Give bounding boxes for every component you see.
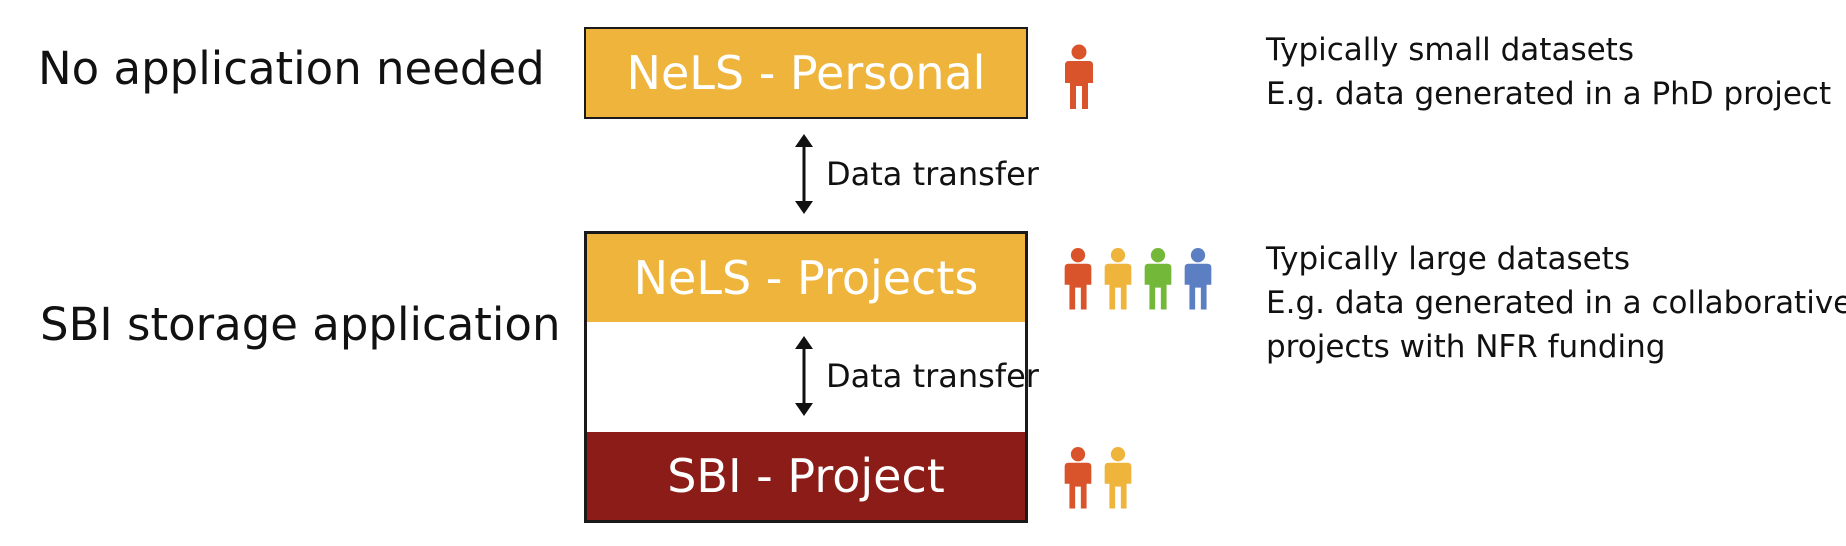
nels-projects-label: NeLS - Projects — [633, 251, 979, 305]
person-blue-icon — [1178, 246, 1218, 312]
projects-people-group — [1058, 246, 1218, 312]
person-orange-icon — [1098, 246, 1138, 312]
projects-description-line-3: projects with NFR funding — [1266, 329, 1666, 365]
no-application-label: No application needed — [38, 42, 545, 95]
nels-personal-box: NeLS - Personal — [584, 27, 1028, 119]
person-red-icon — [1058, 445, 1098, 511]
nels-personal-label: NeLS - Personal — [626, 46, 986, 100]
data-transfer-arrow-1: Data transfer — [792, 134, 1039, 214]
sbi-storage-box: NeLS - Projects SBI - Project — [584, 231, 1028, 523]
sbi-people-group — [1058, 445, 1138, 511]
data-transfer-label-1: Data transfer — [826, 155, 1039, 193]
double-arrow-icon — [795, 336, 813, 416]
person-orange-icon — [1098, 445, 1138, 511]
sbi-project-band: SBI - Project — [587, 432, 1025, 520]
projects-description-line-2: E.g. data generated in a collaborative — [1266, 285, 1846, 321]
personal-description: Typically small datasets E.g. data gener… — [1266, 28, 1831, 116]
sbi-application-label: SBI storage application — [40, 298, 561, 351]
double-arrow-icon — [795, 134, 813, 214]
person-green-icon — [1138, 246, 1178, 312]
projects-description-line-1: Typically large datasets — [1266, 241, 1630, 277]
data-transfer-label-2: Data transfer — [826, 357, 1039, 395]
projects-description: Typically large datasets E.g. data gener… — [1266, 237, 1846, 369]
nels-projects-band: NeLS - Projects — [587, 234, 1025, 322]
data-transfer-arrow-2: Data transfer — [792, 336, 1039, 416]
personal-description-line-1: Typically small datasets — [1266, 32, 1634, 68]
sbi-project-label: SBI - Project — [667, 449, 945, 503]
person-red-icon — [1058, 44, 1100, 110]
personal-people-group — [1058, 44, 1100, 110]
personal-description-line-2: E.g. data generated in a PhD project — [1266, 76, 1832, 112]
person-red-icon — [1058, 246, 1098, 312]
